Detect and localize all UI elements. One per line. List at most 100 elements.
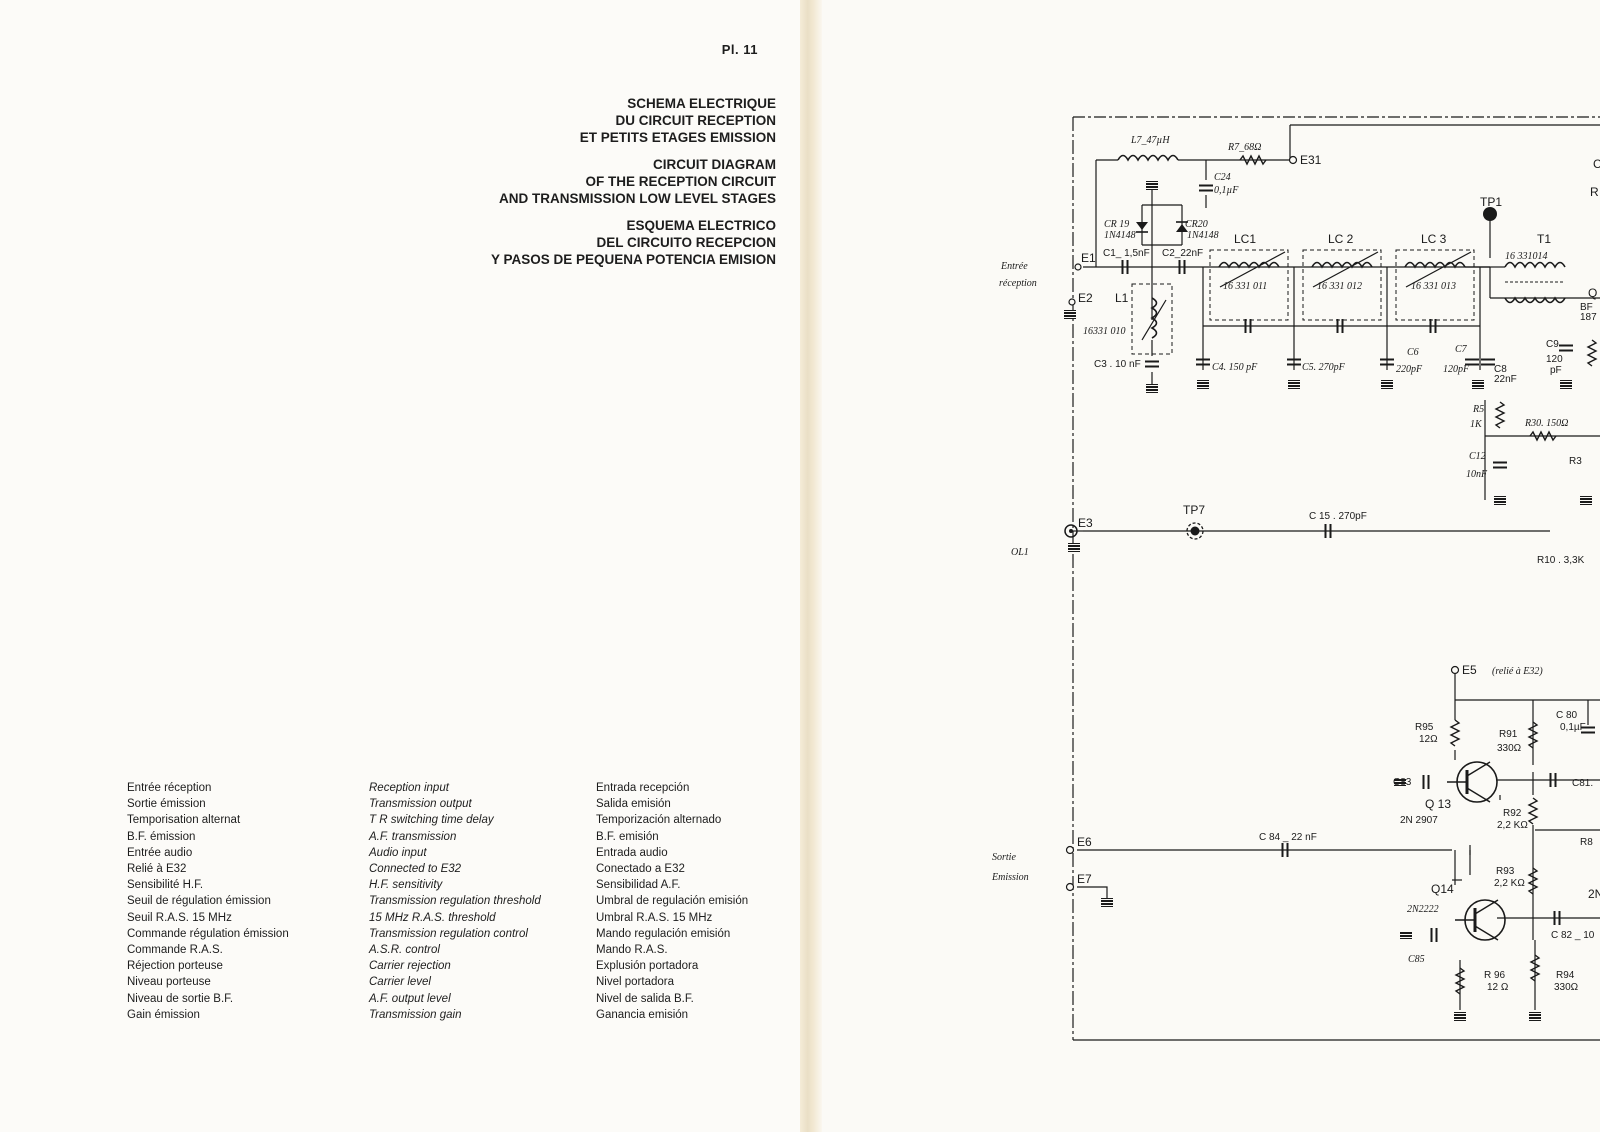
label-l7: L7_47µH	[1130, 135, 1170, 146]
capacitor-c3	[1144, 360, 1160, 368]
legend-item: Salida emisión	[596, 798, 671, 811]
label-tp7: TP7	[1183, 503, 1205, 517]
label-c15: C 15 . 270pF	[1309, 511, 1367, 522]
ground-symbol	[1146, 181, 1158, 190]
legend-item: Transmission regulation threshold	[369, 895, 541, 908]
label-c-cut: C	[1593, 157, 1600, 171]
label-e1: E1	[1081, 251, 1096, 265]
legend-item: Temporización alternado	[596, 814, 722, 827]
label-r95-value: 12Ω	[1419, 734, 1438, 745]
legend-item: Réjection porteuse	[127, 960, 223, 973]
label-r96: R 96	[1484, 970, 1506, 981]
label-c80-value: 0,1µF	[1560, 722, 1586, 733]
label-c24: C24	[1214, 172, 1231, 183]
left-page	[0, 0, 808, 1132]
label-r95: R95	[1415, 722, 1434, 733]
title-line: ET PETITS ETAGES EMISSION	[579, 130, 776, 145]
legend-item: Entrada recepción	[596, 782, 690, 794]
legend-item: B.F. emisión	[596, 830, 659, 843]
label-t1-part: 16 331014	[1505, 251, 1548, 262]
title-line: ESQUEMA ELECTRICO	[626, 218, 776, 233]
ground-symbol	[1454, 1012, 1466, 1021]
terminal-e2	[1068, 298, 1076, 306]
label-r30: R30. 150Ω	[1524, 418, 1568, 429]
label-c7-value: 120pF	[1443, 364, 1470, 375]
label-q14: Q14	[1431, 882, 1454, 896]
label-c9-value: 120	[1546, 354, 1563, 365]
legend-item: Sortie émission	[127, 798, 206, 811]
resistor-r92	[1528, 797, 1538, 825]
ground-symbol	[1529, 1012, 1541, 1021]
label-r94: R94	[1556, 970, 1575, 981]
label-c85: C85	[1408, 954, 1425, 965]
label-c7: C7	[1455, 344, 1468, 355]
label-r92: R92	[1503, 808, 1522, 819]
label-c12: C12	[1469, 451, 1486, 462]
right-page	[822, 0, 1600, 1132]
terminal-e7	[1065, 882, 1075, 892]
label-r8-cut: R8	[1580, 837, 1593, 848]
label-cr20: CR20	[1185, 219, 1208, 230]
label-q-bf-number: 187	[1580, 312, 1597, 323]
capacitor-c12	[1492, 461, 1508, 469]
resistor-r5	[1495, 401, 1505, 429]
label-cr19: CR 19	[1104, 219, 1129, 230]
capacitor-c83	[1422, 774, 1430, 790]
legend-item: Nivel portadora	[596, 976, 674, 989]
legend-item: Umbral de regulación emisión	[596, 895, 749, 908]
ground-symbol	[1394, 778, 1406, 786]
label-q-bf: BF	[1580, 302, 1593, 313]
legend-item: Connected to E32	[369, 863, 462, 876]
label-emission: Emission	[991, 872, 1029, 883]
ground-symbol	[1580, 496, 1592, 505]
title-line: DU CIRCUIT RECEPTION	[615, 113, 776, 128]
label-lc3: LC 3	[1421, 232, 1447, 246]
label-c80: C 80	[1556, 710, 1578, 721]
label-c6: C6	[1407, 347, 1419, 358]
title-line: Y PASOS DE PEQUENA POTENCIA EMISION	[490, 252, 776, 267]
label-lc3-part: 16 331 013	[1411, 281, 1456, 292]
title-spanish: ESQUEMA ELECTRICO DEL CIRCUITO RECEPCION…	[256, 217, 776, 268]
legend-item: Carrier level	[369, 976, 431, 989]
ground-symbol	[1494, 496, 1506, 505]
ground-symbol	[1064, 310, 1076, 319]
diode-cr19	[1136, 222, 1148, 233]
transistor-q14	[1455, 899, 1506, 941]
legend-item: Sensibilidad A.F.	[596, 879, 681, 892]
label-e31: E31	[1300, 153, 1322, 167]
schematic-labels: E1 E2 E3 E5 (relié à E32) E6 E7 E31 Entr…	[991, 135, 1600, 993]
terminal-e1	[1074, 263, 1082, 271]
filter-lc1	[1209, 249, 1289, 321]
label-e6: E6	[1077, 835, 1092, 849]
legend-item: Niveau porteuse	[127, 976, 211, 989]
legend-item: H.F. sensitivity	[369, 879, 443, 892]
legend-item: Audio input	[369, 846, 427, 859]
legend-item: 15 MHz R.A.S. threshold	[369, 911, 496, 924]
transistor-q13	[1447, 761, 1498, 803]
label-r91: R91	[1499, 729, 1518, 740]
label-reception: réception	[999, 278, 1037, 289]
label-r31: R3	[1569, 456, 1582, 467]
legend-item: Umbral R.A.S. 15 MHz	[596, 911, 713, 924]
label-c2: C2_22nF	[1162, 248, 1203, 259]
label-r94-value: 330Ω	[1554, 982, 1579, 993]
title-english: CIRCUIT DIAGRAM OF THE RECEPTION CIRCUIT…	[256, 156, 776, 207]
diode-cr20	[1176, 221, 1188, 232]
ground-symbol	[1472, 380, 1484, 389]
label-q13-type: 2N 2907	[1400, 815, 1438, 826]
label-r10: R10 . 3,3K	[1537, 555, 1585, 566]
label-c24-value: 0,1µF	[1214, 185, 1239, 196]
label-c3: C3 . 10 nF	[1094, 359, 1141, 370]
label-e5-note: (relié à E32)	[1492, 666, 1543, 677]
label-r5: R5	[1472, 404, 1484, 415]
terminal-e3-connector	[1064, 524, 1078, 538]
title-block: SCHEMA ELECTRIQUE DU CIRCUIT RECEPTION E…	[256, 95, 776, 278]
label-lc1-part: 16 331 011	[1223, 281, 1267, 292]
terminal-e31	[1288, 155, 1298, 165]
capacitor-c8	[1480, 358, 1496, 366]
ground-symbol	[1560, 380, 1572, 389]
label-q14-type: 2N2222	[1407, 904, 1439, 915]
title-line: OF THE RECEPTION CIRCUIT	[585, 174, 776, 189]
label-c12-value: 10nF	[1466, 469, 1488, 480]
